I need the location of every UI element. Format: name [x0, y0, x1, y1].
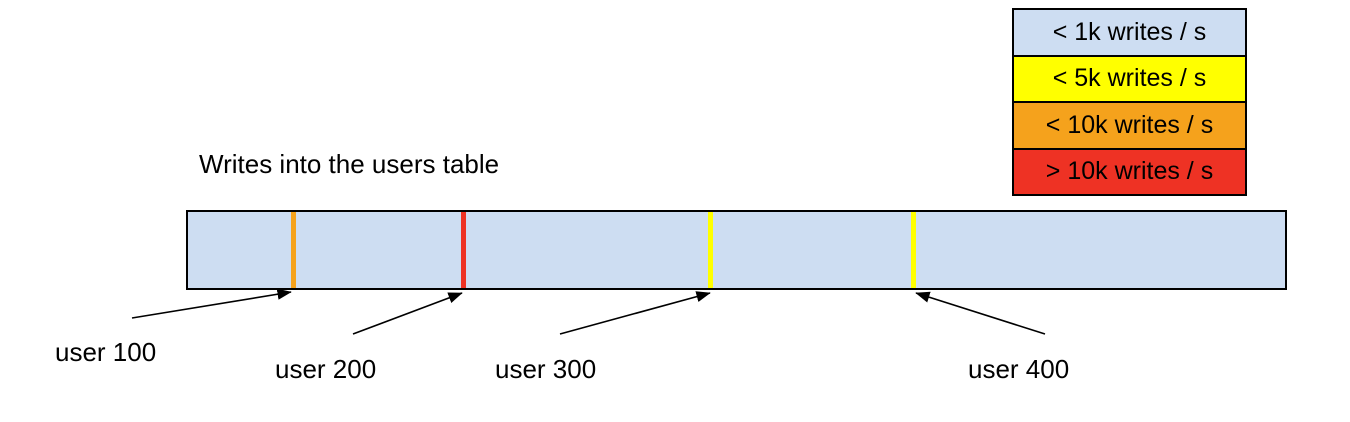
legend-item-lt-5k: < 5k writes / s	[1014, 54, 1245, 101]
user-200-label: user 200	[275, 354, 377, 384]
legend-item-label: < 5k writes / s	[1052, 64, 1207, 93]
users-table-bar	[186, 210, 1287, 290]
legend-item-label: > 10k writes / s	[1045, 157, 1214, 186]
legend: < 1k writes / s < 5k writes / s < 10k wr…	[1012, 8, 1247, 196]
diagram-title: Writes into the users table	[199, 149, 500, 179]
legend-item-label: < 10k writes / s	[1045, 110, 1214, 139]
legend-item-lt-1k: < 1k writes / s	[1014, 10, 1245, 55]
legend-item-gt-10k: > 10k writes / s	[1014, 147, 1245, 194]
user-400-label: user 400	[968, 354, 1070, 384]
user-100-label: user 100	[55, 337, 157, 367]
arrow-user-400	[915, 291, 1046, 335]
user-300-label: user 300	[495, 354, 597, 384]
hotspot-marker-user-300	[708, 212, 713, 288]
legend-item-lt-10k: < 10k writes / s	[1014, 101, 1245, 148]
arrow-user-200	[352, 292, 463, 335]
hotspot-marker-user-100	[291, 212, 296, 288]
arrow-user-100	[131, 288, 292, 319]
hotspot-marker-user-200	[461, 212, 466, 288]
legend-item-label: < 1k writes / s	[1052, 17, 1207, 46]
arrow-user-300	[559, 291, 711, 335]
hotspot-marker-user-400	[911, 212, 916, 288]
